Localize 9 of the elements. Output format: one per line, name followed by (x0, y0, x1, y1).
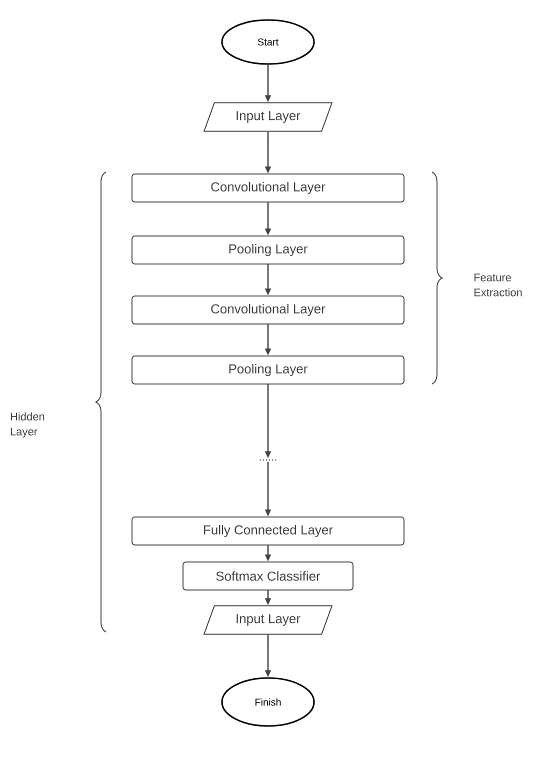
group-label: Hidden Layer (10, 412, 44, 438)
process-box: Softmax Classifier (182, 562, 354, 590)
group-label: Feature Extraction (474, 274, 522, 296)
process-box: Fully Connected Layer (132, 516, 404, 546)
ellipsis-text: ...... (260, 459, 276, 461)
process-box: Convolutional Layer (132, 174, 404, 202)
process-box: Pooling Layer (132, 236, 404, 264)
process-box: Pooling Layer (132, 356, 404, 384)
process-box: Convolutional Layer (132, 296, 404, 324)
